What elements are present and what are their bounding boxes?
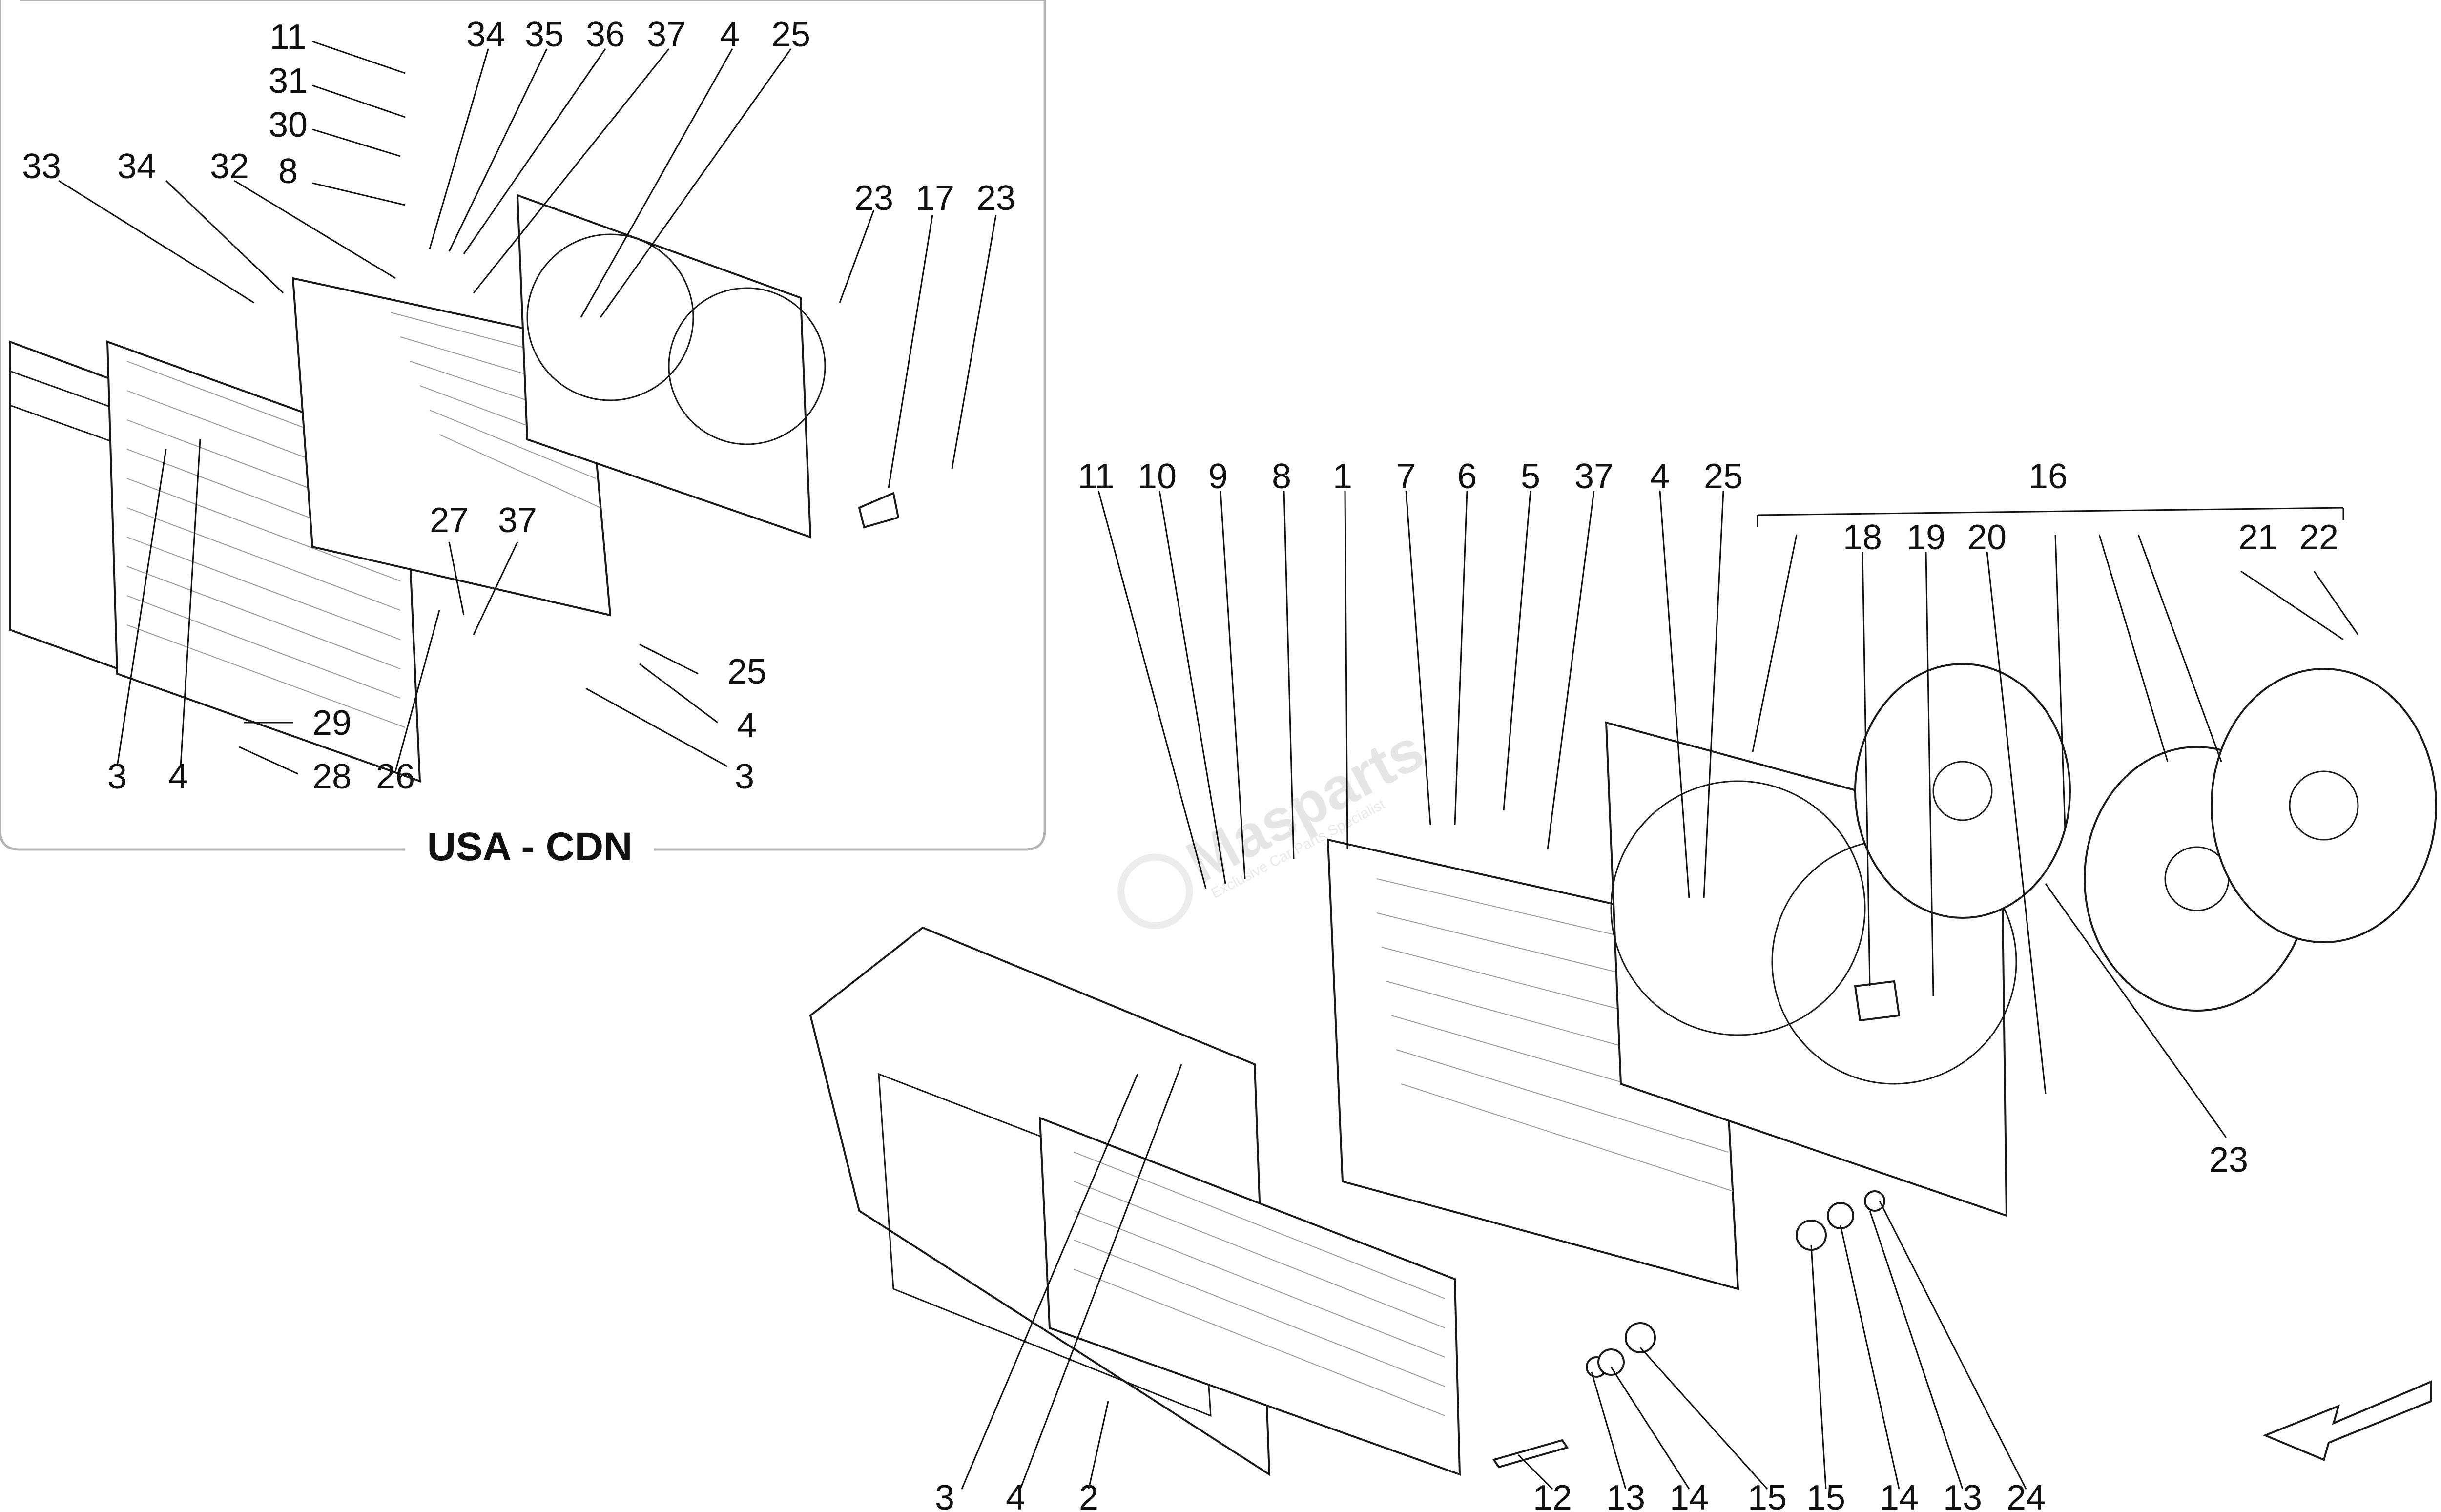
callout-label: 23 — [854, 179, 893, 218]
callout-label: 27 — [430, 501, 469, 540]
inset-fan-frame — [516, 194, 826, 539]
callout-label: 10 — [1138, 457, 1177, 496]
callout-label: 4 — [168, 757, 188, 796]
callout-label: 15 — [1748, 1478, 1787, 1510]
callout-label: 26 — [376, 757, 415, 796]
callout-label: 20 — [1967, 518, 2007, 557]
callout-label: 13 — [1606, 1478, 1645, 1510]
group-16-bracket — [1757, 507, 2344, 527]
callout-label: 23 — [2209, 1140, 2248, 1180]
inset-bracket — [858, 492, 900, 529]
callout-label: 37 — [647, 15, 686, 54]
callout-label: 4 — [737, 706, 757, 745]
callout-label: 25 — [771, 15, 810, 54]
callout-label: 1 — [1333, 457, 1352, 496]
callout-label: 2 — [1079, 1478, 1098, 1510]
callout-label: 14 — [1880, 1478, 1919, 1510]
callout-label: 11 — [270, 18, 307, 57]
callout-label: 3 — [735, 757, 754, 796]
callout-label: 9 — [1208, 457, 1228, 496]
callout-label: 4 — [1650, 457, 1670, 496]
callout-label: 22 — [2299, 518, 2338, 557]
callout-label: 4 — [720, 15, 740, 54]
callout-label: 33 — [22, 147, 61, 186]
callout-label: 8 — [1272, 457, 1291, 496]
callout-label: 19 — [1906, 518, 1945, 557]
callout-label: 3 — [107, 757, 127, 796]
callout-label: 35 — [525, 15, 564, 54]
callout-label: 3 — [935, 1478, 954, 1510]
callout-label: 34 — [117, 147, 156, 186]
callout-label: 13 — [1943, 1478, 1982, 1510]
main-hoses — [1492, 1190, 1885, 1469]
callout-label: 15 — [1806, 1478, 1845, 1510]
callout-label: 5 — [1521, 457, 1540, 496]
callout-label: 25 — [1704, 457, 1743, 496]
inset-callouts: 11 31 30 8 33 34 32 34 35 36 37 4 25 23 … — [22, 15, 1015, 796]
callout-label: 37 — [498, 501, 537, 540]
callout-label: 17 — [915, 179, 954, 218]
callout-label: 37 — [1574, 457, 1614, 496]
main-condenser — [1038, 1117, 1461, 1476]
inset-title: USA - CDN — [427, 825, 633, 869]
callout-label: 14 — [1670, 1478, 1709, 1510]
callout-label: 11 — [1078, 457, 1115, 496]
callout-label: 28 — [312, 757, 352, 796]
callout-label: 21 — [2238, 518, 2277, 557]
main-fan-blade-left — [1854, 663, 2071, 919]
callout-label: 24 — [2007, 1478, 2046, 1510]
watermark-logo-icon — [1117, 853, 1193, 929]
callout-label: 23 — [976, 179, 1015, 218]
main-callouts: 11 10 9 8 1 7 6 5 37 4 25 16 18 19 20 21 — [935, 457, 2359, 1512]
callout-label: 16 — [2028, 457, 2068, 496]
callout-label: 8 — [278, 152, 298, 191]
direction-arrow-icon — [2262, 1380, 2432, 1461]
callout-label: 12 — [1533, 1478, 1572, 1510]
callout-label: 7 — [1396, 457, 1416, 496]
callout-label: 18 — [1843, 518, 1882, 557]
callout-label: 34 — [466, 15, 505, 54]
inset-frame: USA - CDN — [0, 0, 1046, 869]
callout-label: 30 — [269, 105, 308, 145]
callout-label: 31 — [269, 62, 308, 101]
callout-label: 32 — [210, 147, 249, 186]
callout-label: 29 — [312, 704, 352, 743]
callout-label: 25 — [727, 652, 766, 691]
callout-label: 36 — [586, 15, 625, 54]
callout-label: 4 — [1006, 1478, 1025, 1510]
callout-label: 6 — [1457, 457, 1477, 496]
main-fan-motor — [2211, 668, 2437, 943]
